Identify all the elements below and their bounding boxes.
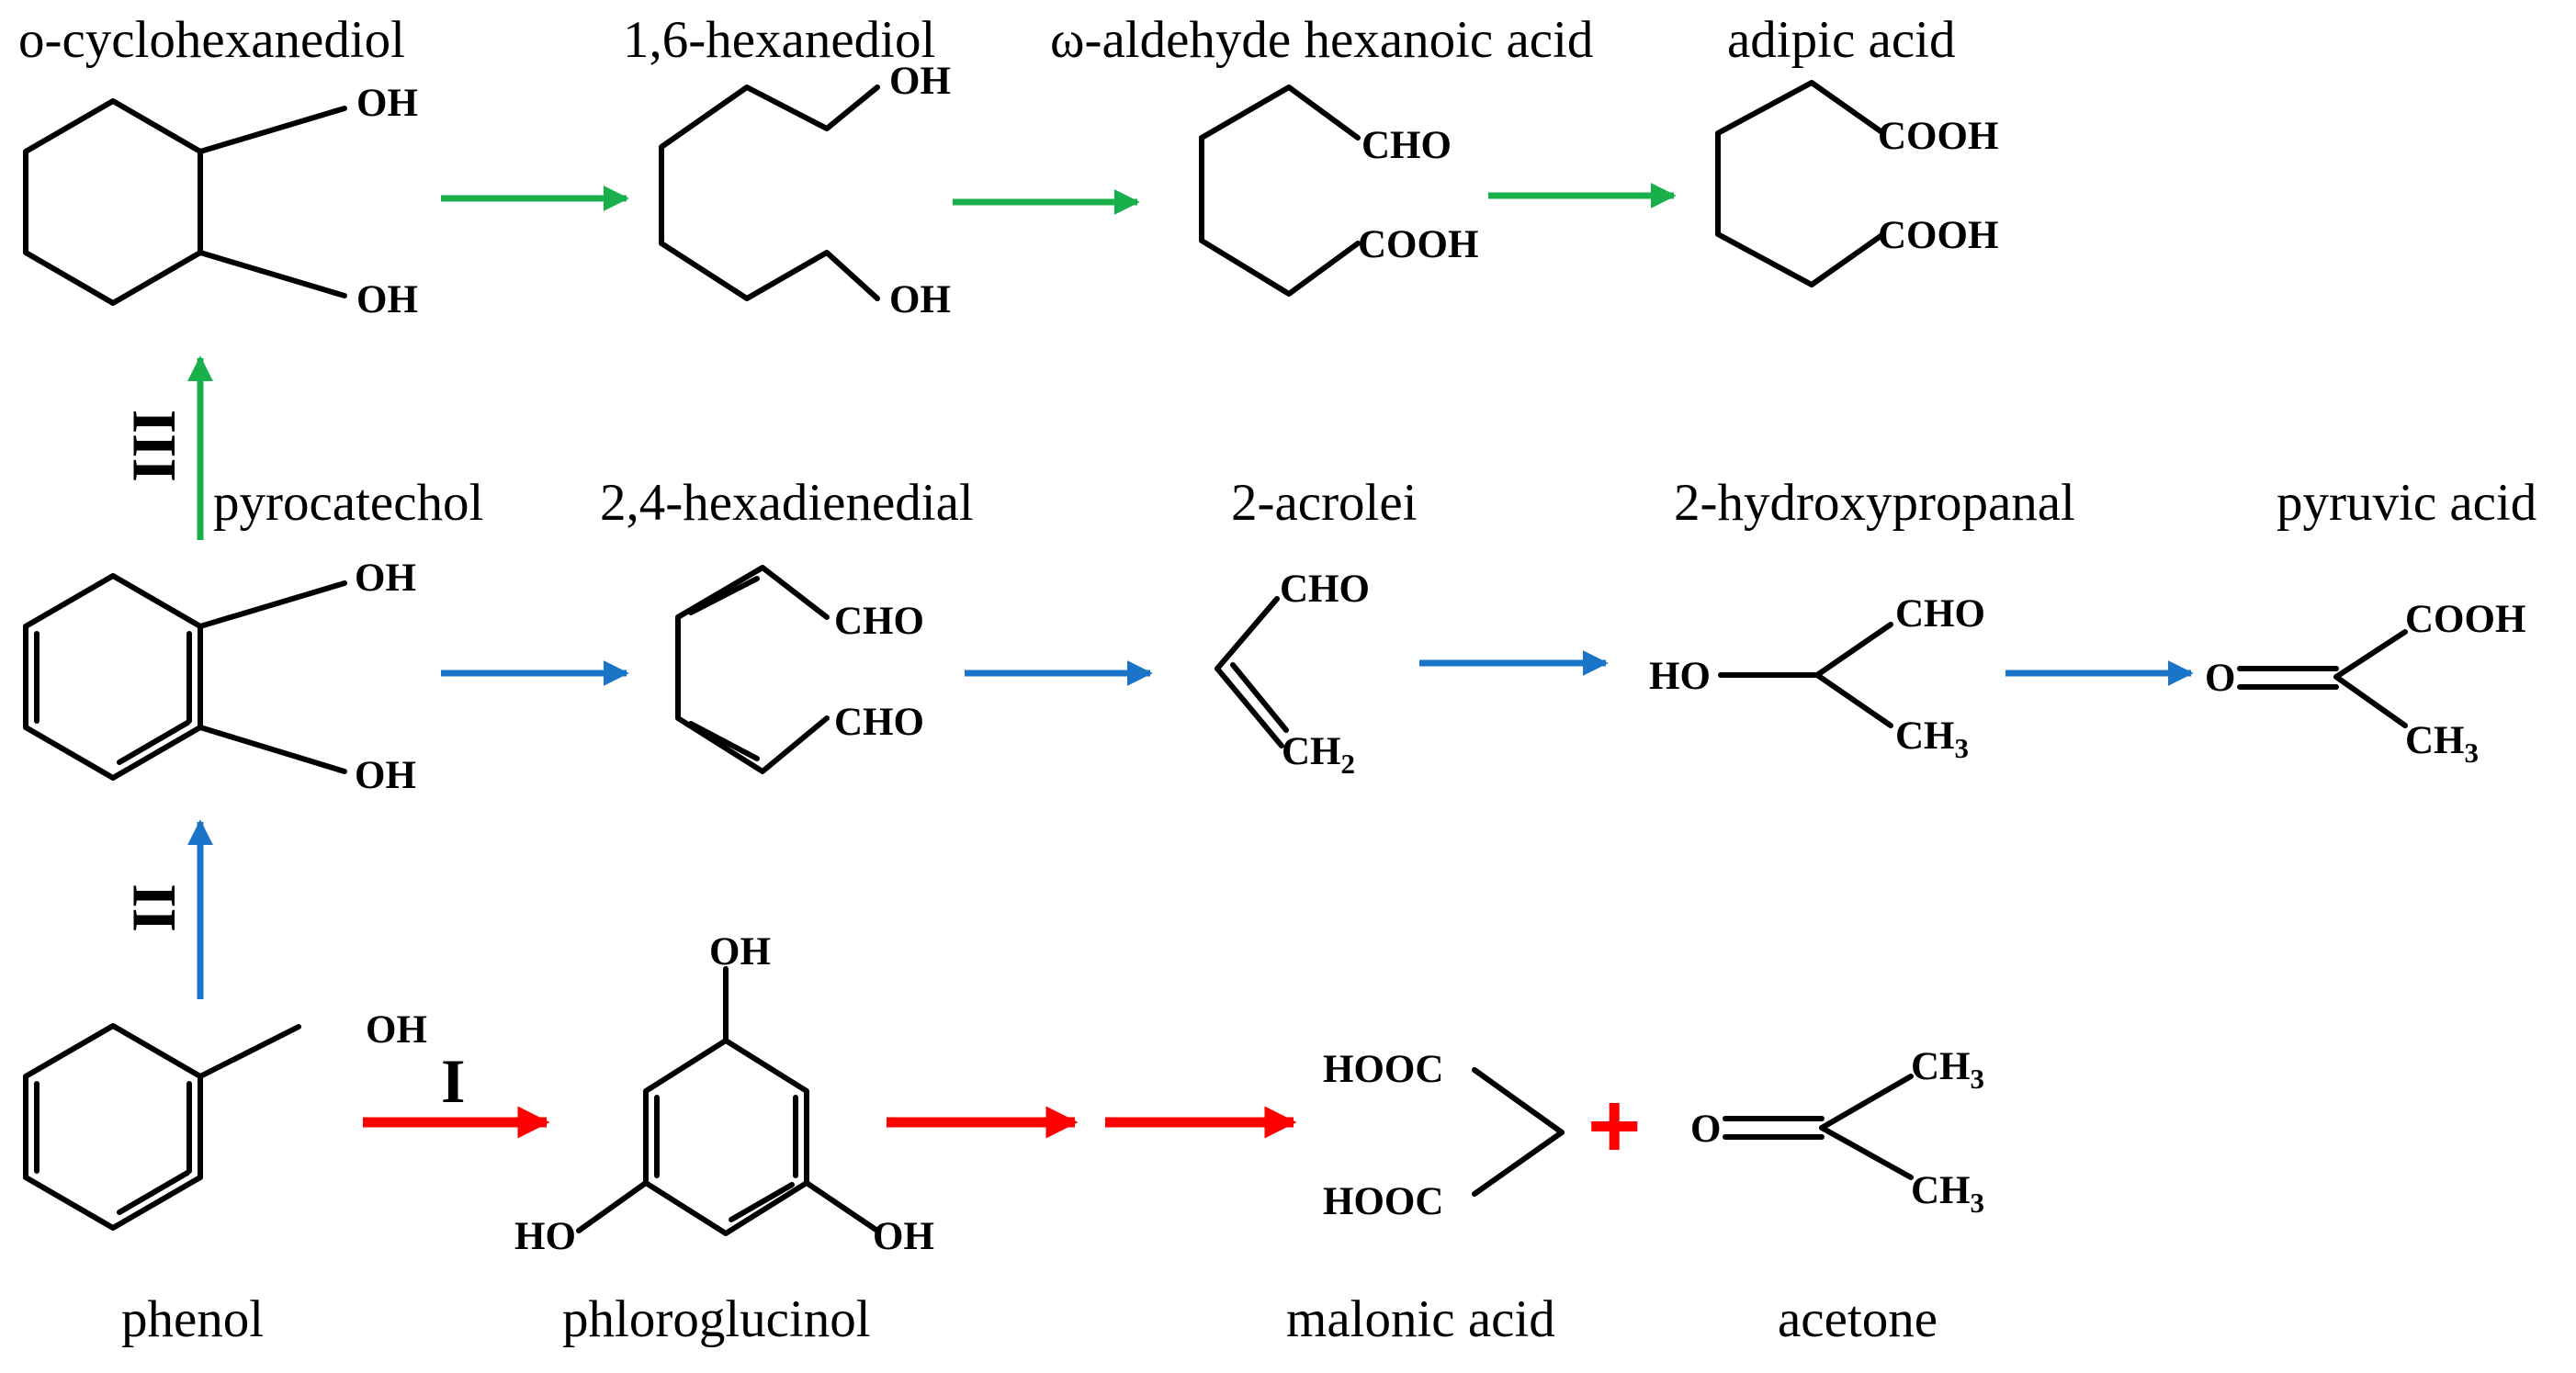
adipic-acid-structure: COOH COOH <box>1715 80 1998 287</box>
oh-group: OH <box>889 278 951 321</box>
cooh-group: COOH <box>2405 598 2525 641</box>
oh-group: OH <box>873 1215 934 1258</box>
label-aldehyde-hexanoic-acid: ω-aldehyde hexanoic acid <box>1050 11 1593 69</box>
label-2-hydroxypropanal: 2-hydroxypropanal <box>1674 474 2075 532</box>
label-2-acrolei: 2-acrolei <box>1231 474 1418 532</box>
label-o-cyclohexanediol: o-cyclohexanediol <box>18 11 405 69</box>
label-malonic-acid: malonic acid <box>1286 1290 1555 1348</box>
ho-group: HO <box>1649 655 1711 698</box>
pyrocatechol-structure: OH OH <box>23 557 416 797</box>
cooh-group: COOH <box>1878 115 1998 158</box>
oh-group: OH <box>356 82 418 125</box>
oh-group: OH <box>366 1008 427 1052</box>
label-1-6-hexanediol: 1,6-hexanediol <box>623 11 935 69</box>
label-adipic-acid: adipic acid <box>1727 11 1955 69</box>
phenol-structure: OH <box>23 1008 427 1231</box>
cooh-group: COOH <box>1878 214 1998 257</box>
o-atom: O <box>1690 1108 1721 1151</box>
cho-group: CHO <box>834 600 924 643</box>
oh-group: OH <box>356 278 418 321</box>
pathway-label-iii: III <box>119 410 188 482</box>
pathway-label-ii: II <box>119 883 188 932</box>
label-pyruvic-acid: pyruvic acid <box>2277 474 2536 532</box>
acetone-structure: O CH3 CH3 <box>1690 1045 1984 1219</box>
plus-sign: + <box>1587 1075 1641 1177</box>
hooc-group: HOOC <box>1323 1048 1443 1091</box>
label-phloroglucinol: phloroglucinol <box>562 1290 871 1348</box>
phloroglucinol-structure: OH HO OH <box>514 930 934 1258</box>
aldehyde-hexanoic-acid-structure: CHO COOH <box>1199 84 1478 297</box>
oh-group: OH <box>355 754 416 797</box>
malonic-acid-structure: HOOC HOOC <box>1323 1048 1565 1223</box>
pyruvic-acid-structure: O COOH CH3 <box>2205 598 2525 769</box>
o-atom: O <box>2205 657 2235 700</box>
cooh-group: COOH <box>1358 223 1478 266</box>
2-hydroxypropanal-structure: HO CHO CH3 <box>1649 592 1985 764</box>
ch3-group: CH3 <box>1911 1045 1984 1095</box>
cho-group: CHO <box>1280 568 1370 611</box>
label-pyrocatechol: pyrocatechol <box>213 474 483 532</box>
oh-group: OH <box>355 557 416 600</box>
ch3-group: CH3 <box>1895 715 1969 764</box>
cho-group: CHO <box>1895 592 1985 636</box>
ho-group: HO <box>514 1215 576 1258</box>
1-6-hexanediol-structure: OH OH <box>659 60 951 321</box>
label-phenol: phenol <box>121 1290 264 1348</box>
label-acetone: acetone <box>1778 1290 1938 1348</box>
o-cyclohexanediol-structure: OH OH <box>23 82 418 321</box>
oh-group: OH <box>709 930 771 973</box>
cho-group: CHO <box>834 701 924 744</box>
ch3-group: CH3 <box>2405 719 2479 769</box>
2-acrolei-structure: CHO CH2 <box>1215 568 1370 780</box>
ch3-group: CH3 <box>1911 1169 1984 1219</box>
ch2-group: CH2 <box>1282 730 1355 780</box>
oh-group: OH <box>889 60 951 103</box>
pathway-label-i: I <box>441 1046 465 1116</box>
hooc-group: HOOC <box>1323 1180 1443 1223</box>
cho-group: CHO <box>1361 124 1452 167</box>
label-2-4-hexadienedial: 2,4-hexadienedial <box>600 474 974 532</box>
2-4-hexadienedial-structure: CHO CHO <box>675 565 924 774</box>
